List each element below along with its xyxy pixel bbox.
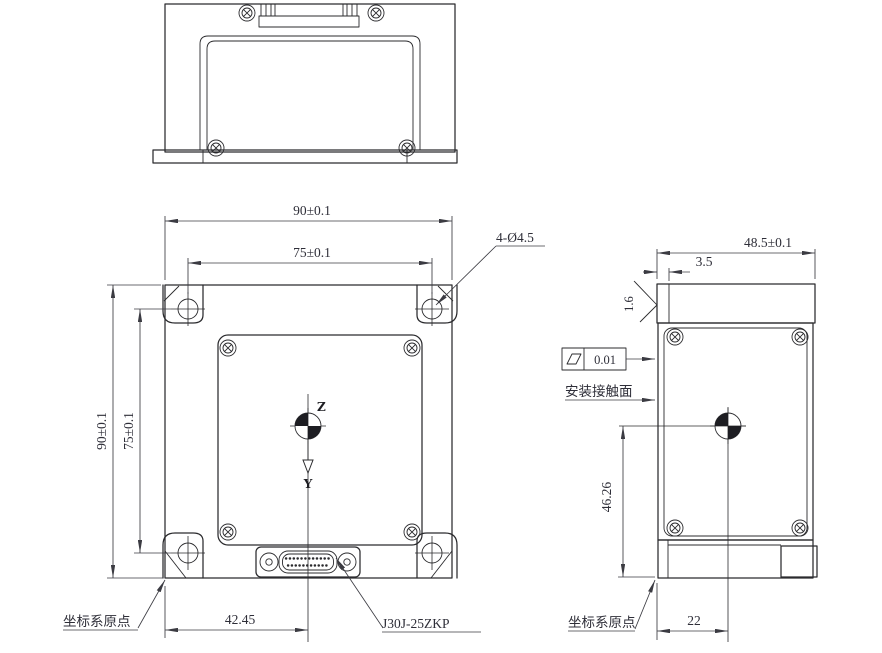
side-inner-panel	[663, 327, 808, 537]
side-dimensions: 48.5±0.1 3.5 46.26 22 坐标系原点	[568, 235, 816, 640]
surface-roughness-callout: 1.6	[622, 280, 658, 323]
side-connector-profile	[780, 545, 818, 578]
dim-cg-height-text: 46.26	[599, 482, 614, 513]
front-view: Z Y 90±0.1 75±0.1 90±0.1 75±0.1 42.45 4-…	[63, 203, 545, 642]
dsub-insert	[282, 553, 334, 571]
dim-width-outer-text: 90±0.1	[293, 203, 331, 218]
dsub-bezel	[255, 546, 361, 578]
surface-roughness-text: 1.6	[622, 296, 636, 312]
surface-roughness-symbol	[633, 280, 658, 323]
side-bottom-band	[657, 539, 814, 579]
holes-note-text: 4-Ø4.5	[496, 230, 534, 245]
flatness-callout: 0.01	[561, 347, 655, 371]
origin-label-front: 坐标系原点	[63, 614, 131, 629]
extension-lines-front	[107, 216, 453, 638]
center-of-mass-symbol-side	[709, 407, 747, 445]
jack-screw-left-hole	[265, 558, 273, 566]
holes-note-leader	[435, 245, 497, 306]
jack-screw-left	[259, 552, 279, 572]
top-view	[152, 3, 458, 164]
front-corner-chamfers	[163, 285, 454, 579]
panel-screw-top-left	[219, 339, 237, 357]
flatness-value-text: 0.01	[594, 353, 616, 367]
z-axis-label: Z	[317, 400, 326, 414]
screw-top-right	[367, 4, 385, 22]
connector-base-plate	[258, 15, 360, 28]
connector-label-text: J30J-25ZKP	[382, 616, 450, 631]
mounting-lug-bottom-right	[416, 532, 458, 579]
screw-top-left	[238, 4, 256, 22]
mounting-face-callout: 安装接触面	[565, 383, 655, 403]
front-dimensions: 90±0.1 75±0.1 90±0.1 75±0.1 42.45 4-Ø4.5…	[63, 203, 545, 638]
dim-height-outer-text: 90±0.1	[94, 412, 109, 450]
flatness-symbol-icon	[566, 353, 582, 365]
top-connector	[258, 3, 360, 28]
front-body-outline	[164, 284, 453, 579]
dim-depth-text: 48.5±0.1	[744, 235, 792, 250]
connector-side-ribs	[260, 4, 358, 16]
dim-connector-offset-text: 42.45	[225, 612, 256, 627]
y-axis-label: Y	[303, 477, 313, 491]
top-view-base-feet	[152, 149, 458, 164]
side-screw-bottom-left	[666, 519, 684, 537]
panel-screw-bottom-right	[403, 523, 421, 541]
top-view-inner-panel	[206, 40, 414, 150]
dim-height-holes-text: 75±0.1	[121, 412, 136, 450]
y-axis-arrow	[302, 441, 314, 475]
panel-screw-top-right	[403, 339, 421, 357]
mounting-lug-bottom-left	[162, 532, 204, 579]
jack-screw-right	[337, 552, 357, 572]
mounting-lug-top-left	[162, 284, 204, 324]
top-view-cover-outline	[199, 35, 421, 150]
connector-shell	[274, 3, 344, 17]
side-bottom-details	[667, 540, 781, 578]
dsub-connector	[255, 546, 361, 578]
side-screw-top-left	[666, 328, 684, 346]
mounting-lug-top-right	[416, 284, 458, 324]
top-view-outer-outline	[164, 3, 456, 153]
jack-screw-right-hole	[343, 558, 351, 566]
dim-width-holes-text: 75±0.1	[293, 245, 331, 260]
extension-lines-side	[618, 249, 816, 640]
origin-label-side: 坐标系原点	[568, 615, 636, 630]
screw-bottom-left	[207, 139, 225, 157]
mounting-face-label: 安装接触面	[565, 383, 633, 399]
origin-label-side-leader	[634, 579, 656, 630]
connector-label-leader	[335, 557, 384, 629]
front-inner-panel	[217, 334, 423, 546]
dim-cg-offset-text: 22	[687, 613, 701, 628]
panel-screw-bottom-left	[219, 523, 237, 541]
side-view: 1.6 0.01 安装接触面 48.5±0.1 3.5 46.26 22 坐标系	[561, 235, 818, 642]
side-top-band	[656, 283, 816, 324]
dsub-pins	[284, 557, 332, 567]
side-screw-bottom-right	[791, 519, 809, 537]
dim-flange-text: 3.5	[696, 254, 713, 269]
origin-label-front-leader	[137, 579, 166, 629]
side-screw-top-right	[791, 328, 809, 346]
